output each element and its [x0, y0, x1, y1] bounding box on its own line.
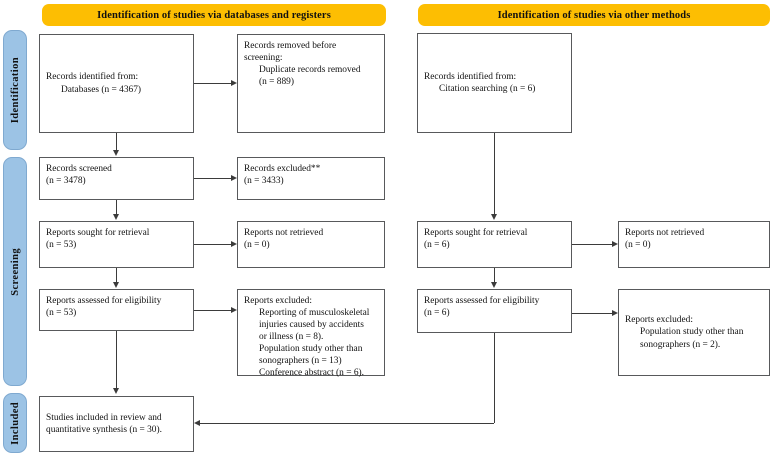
- node-records-removed-line2: screening:: [244, 53, 283, 64]
- node-other-reports-not-retrieved: Reports not retrieved (n = 0): [618, 221, 770, 268]
- arrow-screened-to-excluded: [231, 174, 237, 181]
- node-records-removed: Records removed before screening: Duplic…: [237, 34, 385, 133]
- connector-identified-to-removed: [194, 83, 231, 84]
- node-studies-included-line1: Studies included in review and: [46, 412, 162, 423]
- node-other-reports-assessed-line1: Reports assessed for eligibility: [424, 296, 540, 306]
- node-other-reports-not-retrieved-line2: (n = 0): [625, 240, 651, 251]
- node-records-screened: Records screened (n = 3478): [39, 157, 194, 200]
- arrow-identified-to-removed: [231, 79, 237, 86]
- node-reports-assessed-line1: Reports assessed for eligibility: [46, 296, 162, 306]
- node-reports-excluded-line1: Reports excluded:: [244, 296, 312, 306]
- node-other-reports-sought-line1: Reports sought for retrieval: [424, 228, 528, 238]
- connector-other-sought-to-not-retrieved: [572, 244, 612, 245]
- node-records-removed-line3: Duplicate records removed: [259, 65, 361, 76]
- node-reports-assessed-line2: (n = 53): [46, 308, 77, 319]
- node-reports-excluded-line7: Conference abstract (n = 6).: [259, 368, 364, 379]
- node-other-reports-sought-line2: (n = 6): [424, 240, 450, 251]
- connector-other-assessed-to-excluded: [572, 313, 612, 314]
- node-records-identified-databases-line2: Databases (n = 4367): [61, 84, 142, 95]
- stage-tab-screening: Screening: [3, 157, 27, 386]
- node-records-removed-line4: (n = 889): [259, 77, 294, 88]
- connector-screened-to-sought: [116, 200, 117, 214]
- node-other-reports-excluded-line3: sonographers (n = 2).: [640, 339, 721, 350]
- node-other-reports-sought: Reports sought for retrieval (n = 6): [417, 221, 572, 268]
- stage-tab-screening-label: Screening: [9, 247, 21, 296]
- header-databases-registers-label: Identification of studies via databases …: [97, 9, 331, 21]
- node-records-screened-line2: (n = 3478): [46, 176, 86, 187]
- connector-assessed-to-included: [116, 331, 117, 388]
- node-records-screened-line1: Records screened: [46, 164, 112, 174]
- arrow-other-assessed-to-included: [194, 419, 200, 426]
- arrow-other-sought-to-assessed: [490, 282, 497, 288]
- node-records-excluded-line1: Records excluded**: [244, 164, 321, 174]
- node-reports-excluded-line2: Reporting of musculoskeletal: [259, 308, 370, 319]
- node-records-excluded-line2: (n = 3433): [244, 176, 284, 187]
- connector-other-identified-to-sought: [494, 133, 495, 214]
- node-reports-not-retrieved-line1: Reports not retrieved: [244, 228, 324, 238]
- node-reports-excluded-line5: Population study other than: [259, 344, 363, 355]
- stage-tab-identification: Identification: [3, 30, 27, 150]
- arrow-screened-to-sought: [112, 214, 119, 220]
- node-records-excluded: Records excluded** (n = 3433): [237, 157, 385, 200]
- node-reports-assessed: Reports assessed for eligibility (n = 53…: [39, 289, 194, 331]
- connector-sought-to-not-retrieved: [194, 244, 231, 245]
- node-other-reports-not-retrieved-line1: Reports not retrieved: [625, 228, 705, 238]
- arrow-assessed-to-included: [112, 388, 119, 394]
- stage-tab-included-label: Included: [9, 401, 21, 445]
- node-records-identified-databases-line1: Records identified from:: [46, 72, 139, 83]
- node-reports-sought: Reports sought for retrieval (n = 53): [39, 221, 194, 268]
- node-other-records-identified: Records identified from: Citation search…: [417, 33, 572, 133]
- node-reports-excluded: Reports excluded: Reporting of musculosk…: [237, 289, 385, 379]
- header-databases-registers: Identification of studies via databases …: [42, 4, 386, 26]
- connector-identified-to-screened: [116, 133, 117, 150]
- header-other-methods-label: Identification of studies via other meth…: [497, 9, 691, 21]
- arrow-assessed-to-excluded: [231, 306, 237, 313]
- node-records-removed-line1: Records removed before: [244, 41, 337, 51]
- node-reports-not-retrieved: Reports not retrieved (n = 0): [237, 221, 385, 268]
- connector-sought-to-assessed: [116, 268, 117, 282]
- arrow-other-assessed-to-excluded: [612, 309, 618, 316]
- node-reports-not-retrieved-line2: (n = 0): [244, 240, 270, 251]
- arrow-other-sought-to-not-retrieved: [612, 240, 618, 247]
- node-studies-included-line2: quantitative synthesis (n = 30).: [46, 425, 162, 435]
- node-reports-excluded-line4: or illness (n = 8).: [259, 332, 324, 343]
- arrow-sought-to-assessed: [112, 282, 119, 288]
- connector-screened-to-excluded: [194, 178, 231, 179]
- node-other-records-identified-line2: Citation searching (n = 6): [439, 84, 536, 94]
- connector-assessed-to-excluded: [194, 310, 231, 311]
- arrow-other-identified-to-sought: [490, 214, 497, 220]
- connector-other-assessed-down: [494, 333, 495, 423]
- node-reports-sought-line1: Reports sought for retrieval: [46, 228, 150, 238]
- stage-tab-included: Included: [3, 393, 27, 453]
- connector-other-assessed-to-included: [200, 423, 494, 424]
- connector-other-sought-to-assessed: [494, 268, 495, 282]
- node-other-reports-excluded: Reports excluded: Population study other…: [618, 289, 770, 376]
- node-records-identified-databases: Records identified from: Databases (n = …: [39, 34, 194, 133]
- arrow-sought-to-not-retrieved: [231, 240, 237, 247]
- node-other-records-identified-line1: Records identified from:: [424, 71, 517, 82]
- node-studies-included: Studies included in review and quantitat…: [39, 396, 194, 452]
- node-other-reports-excluded-line2: Population study other than: [640, 327, 744, 338]
- arrow-identified-to-screened: [112, 150, 119, 156]
- node-other-reports-assessed-line2: (n = 6): [424, 308, 450, 319]
- node-reports-excluded-line6: sonographers (n = 13): [259, 356, 342, 367]
- node-other-reports-excluded-line1: Reports excluded:: [625, 315, 693, 326]
- node-other-reports-assessed: Reports assessed for eligibility (n = 6): [417, 289, 572, 333]
- node-reports-sought-line2: (n = 53): [46, 240, 77, 251]
- stage-tab-identification-label: Identification: [9, 56, 21, 124]
- header-other-methods: Identification of studies via other meth…: [418, 4, 770, 26]
- node-reports-excluded-line3: injuries caused by accidents: [259, 320, 364, 331]
